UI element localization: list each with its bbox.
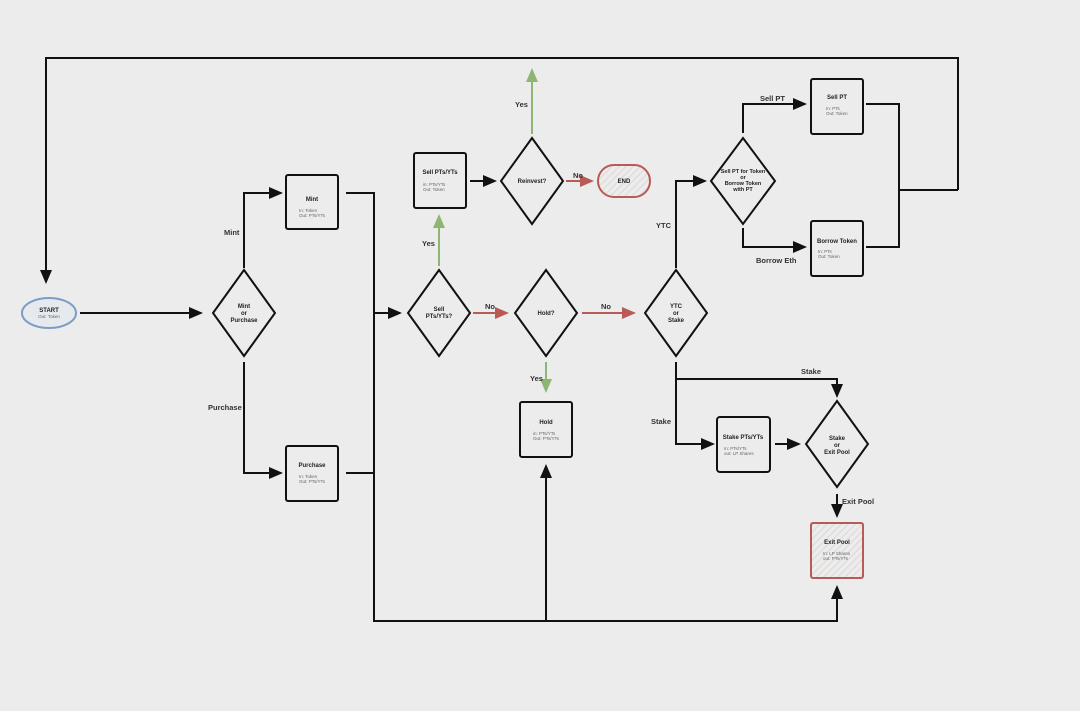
box-out: Out: Token [423, 187, 445, 192]
arrow-borrow [742, 228, 807, 253]
edge-labels: Mint Purchase Yes Yes Yes No No No YTC S… [208, 94, 874, 506]
box-title: Mint [306, 197, 318, 203]
box-title: Stake PTs/YTs [723, 435, 764, 441]
decision-text: or [241, 311, 248, 317]
box-title: Sell PT [827, 95, 847, 101]
process-stake: Stake PTs/YTs In: PTs/YTs out: LP Shares [716, 416, 771, 473]
box-out: Out: PTs/YTs [299, 213, 326, 218]
start-sub: Out: Token [38, 314, 60, 319]
decision-sell: Sell PTs/YTs? [406, 268, 472, 358]
arrow-purchase [243, 362, 283, 479]
ytc-return-line [866, 103, 958, 248]
label-no: No [601, 302, 611, 311]
decision-text: Stake [829, 436, 846, 442]
process-sell-pt: Sell PT In: PTs Out: Token [810, 78, 864, 135]
process-purchase: Purchase In: Token Out: PTs/YTs [285, 445, 339, 502]
decision-text: or [740, 175, 746, 181]
box-title: Purchase [298, 463, 326, 469]
box-out: Out: Token [826, 111, 848, 116]
process-hold: Hold in: PTs/YTs Out: PTs/YTs [519, 401, 573, 458]
box-in: in: PTs/YTs [423, 182, 446, 187]
label-yes: Yes [530, 374, 543, 383]
decision-text: Purchase [230, 318, 258, 324]
process-exit-pool: Exit Pool In: LP Shares out: PTs/YTs [810, 522, 864, 579]
box-title: Hold [539, 420, 553, 426]
decision-text: Borrow Token [725, 181, 762, 187]
decision-text: or [834, 443, 841, 449]
start-node: START Out: Token [21, 297, 77, 329]
label-yes: Yes [515, 100, 528, 109]
end-title: END [618, 179, 631, 185]
decision-mint-or-purchase: Mint or Purchase [211, 268, 277, 358]
decision-text: or [673, 311, 680, 317]
box-in: In: Token [299, 208, 318, 213]
label-no: No [485, 302, 495, 311]
decision-text: Hold? [538, 311, 555, 317]
arrow-stake [675, 362, 715, 450]
decision-text: Exit Pool [824, 450, 850, 456]
box-out: Out: PTs/YTs [299, 479, 326, 484]
end-node: END [597, 164, 651, 198]
box-in: In: LP Shares [823, 551, 851, 556]
box-out: Out: PTs/YTs [533, 436, 560, 441]
decision-text: Stake [668, 318, 685, 324]
start-title: START [39, 308, 59, 314]
box-title: Sell PTs/YTs [422, 170, 458, 176]
decision-text: Mint [238, 304, 250, 310]
box-out: out: PTs/YTs [823, 556, 849, 561]
loop-back-arrow [40, 57, 959, 284]
box-title: Borrow Token [817, 239, 857, 245]
process-mint: Mint In: Token Out: PTs/YTs [285, 174, 339, 230]
decision-ytc-or-stake: YTC or Stake [643, 268, 709, 358]
box-in: in: PTs/YTs [533, 431, 556, 436]
decision-reinvest: Reinvest? [499, 136, 565, 226]
box-out: out: LP Shares [724, 451, 754, 456]
merge-line [346, 192, 843, 622]
process-sell: Sell PTs/YTs in: PTs/YTs Out: Token [413, 152, 467, 209]
box-title: Exit Pool [824, 540, 850, 546]
process-borrow: Borrow Token In: PTs Out: Token [810, 220, 864, 277]
label-yes: Yes [422, 239, 435, 248]
decision-hold: Hold? [513, 268, 579, 358]
label-mint: Mint [224, 228, 240, 237]
label-borrow-eth: Borrow Eth [756, 256, 797, 265]
connectors [40, 57, 959, 622]
decision-sell-or-borrow: Sell PT for Token or Borrow Token with P… [709, 136, 777, 226]
decision-text: YTC [670, 304, 683, 310]
arrow-ytc [675, 175, 707, 268]
label-stake: Stake [801, 367, 821, 376]
decision-text: Sell [434, 307, 445, 313]
box-in: In: PTs [818, 249, 833, 254]
decision-text: PTs/YTs? [426, 314, 453, 320]
box-in: In: PTs [826, 106, 841, 111]
label-sell-pt: Sell PT [760, 94, 785, 103]
decision-text: with PT [732, 187, 753, 193]
arrow-sell-pt [742, 98, 807, 133]
box-in: In: Token [299, 474, 318, 479]
decision-text: Sell PT for Token [721, 169, 766, 175]
box-out: Out: Token [818, 254, 840, 259]
decision-stake-or-exit: Stake or Exit Pool [804, 399, 870, 489]
arrow-mint [243, 187, 283, 268]
box-in: In: PTs/YTs [724, 446, 747, 451]
label-stake: Stake [651, 417, 671, 426]
arrow-stake-direct [676, 378, 843, 398]
decision-text: Reinvest? [518, 179, 547, 185]
label-exit-pool: Exit Pool [842, 497, 874, 506]
label-no: No [573, 171, 583, 180]
label-ytc: YTC [656, 221, 672, 230]
label-purchase: Purchase [208, 403, 242, 412]
